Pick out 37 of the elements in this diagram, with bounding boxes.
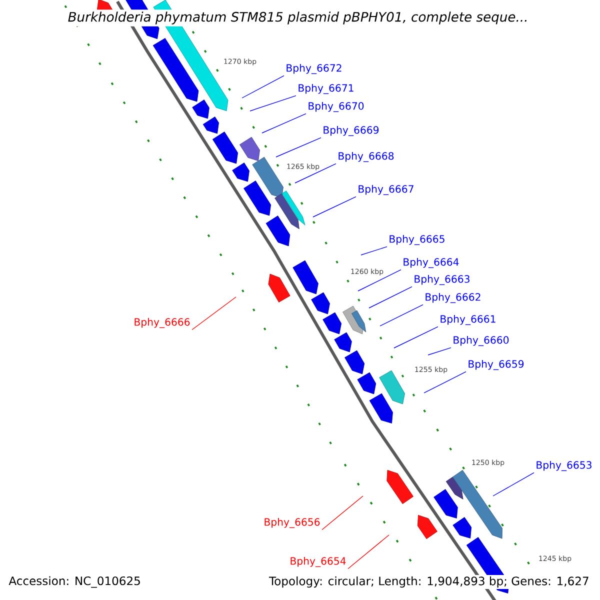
gene-label: Bphy_6662	[426, 292, 480, 304]
leader-line	[250, 95, 296, 112]
leader-line	[394, 326, 438, 348]
leader-line	[322, 496, 364, 530]
gene-label: Bphy_6653	[536, 460, 592, 472]
gene-label: Bphy_6660	[454, 336, 509, 346]
gene-label: Bphy_6672	[286, 64, 342, 74]
leader-line	[428, 347, 452, 356]
leader-line	[424, 371, 466, 394]
gene-label: Bphy_6661	[440, 314, 496, 326]
gene-label: Bphy_6663	[414, 274, 470, 286]
leader-line	[192, 296, 236, 330]
leader-line	[348, 534, 390, 570]
leader-line	[360, 246, 388, 256]
gene-label: Bphy_6667	[358, 184, 414, 196]
gene-label: Bphy_6671	[298, 84, 354, 94]
leader-line	[242, 75, 284, 98]
accession-label: Accession: NC_010625	[7, 574, 142, 590]
leader-line	[380, 304, 424, 326]
gene-label: Bphy_6654	[290, 556, 346, 568]
gene-label: Bphy_6656	[264, 518, 320, 528]
leader-line	[368, 286, 412, 308]
gene-label: Bphy_6666	[134, 318, 190, 328]
leader-line	[312, 196, 356, 218]
summary-label: Topology: circular; Length: 1,904,893 bp; Genes: 1,627	[268, 575, 591, 589]
gene-label: Bphy_6668	[338, 152, 394, 162]
gene-label: Bphy_6664	[404, 258, 459, 268]
gene-label: Bphy_6659	[468, 360, 524, 370]
gene-label: Bphy_6669	[324, 126, 379, 136]
leader-line	[294, 163, 336, 184]
leader-line	[492, 472, 534, 496]
gene-label: Bphy_6670	[308, 102, 364, 112]
leader-line	[358, 269, 402, 292]
gene-label: Bphy_6665	[390, 234, 444, 246]
title: Burkholderia phymatum STM815 plasmid pBPHY01, complete seque...	[66, 10, 530, 26]
leader-line	[262, 113, 306, 134]
leader-line	[276, 137, 322, 158]
